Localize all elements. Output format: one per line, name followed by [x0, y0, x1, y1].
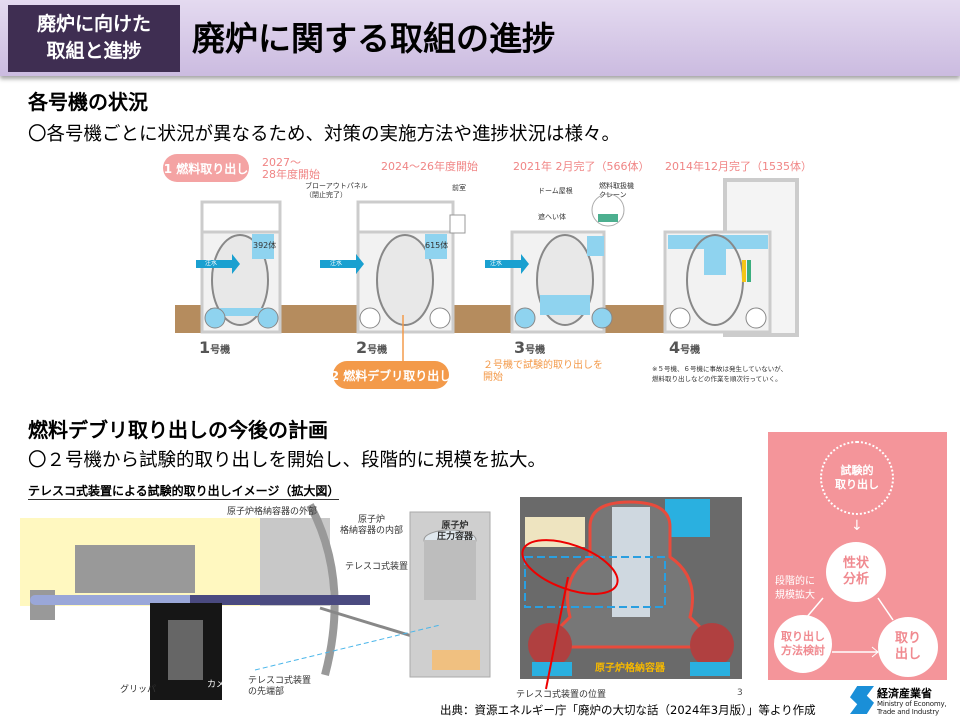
section-tag-line1: 廃炉に向けた — [36, 13, 151, 35]
unit4-building — [663, 178, 799, 337]
removal-circle: 取り出し — [878, 617, 938, 677]
cycle-arrows — [805, 597, 894, 658]
pcv-inside-label: 原子炉格納容器の内部 — [340, 515, 404, 536]
method-circle: 取り出し方法検討 — [774, 615, 832, 673]
unit1-pool-count: 392体 — [253, 241, 277, 250]
unit2-pool-count: 615体 — [425, 241, 449, 250]
figure-title: テレスコ式装置による試験的取り出しイメージ（拡大図） — [28, 484, 340, 500]
unit4-label: 4号機 — [669, 338, 701, 357]
unit1-label: 1号機 — [199, 338, 231, 357]
section2-heading: 燃料デブリ取り出しの今後の計画 — [28, 418, 328, 442]
unit2-injection: 注水 — [330, 260, 343, 267]
page-title: 廃炉に関する取組の進捗 — [192, 19, 555, 58]
unit1-injection: 注水 — [205, 260, 218, 267]
reactor-units-diagram — [175, 178, 799, 365]
telescope-position-label: テレスコ式装置の位置 — [516, 690, 607, 700]
debris-note: ２号機で試験的取り出しを開始 — [483, 360, 603, 383]
telescope-label: テレスコ式装置 — [345, 562, 409, 572]
pcv-label: 原子炉格納容器 — [595, 663, 665, 674]
telescope-tip-label: テレスコ式装置の先端部 — [248, 676, 312, 697]
source-note: 出典：資源エネルギー庁「廃炉の大切な話（2024年3月版）」等より作成 — [440, 703, 816, 717]
analysis-circle: 性状分析 — [826, 542, 886, 602]
pcv-outside-label: 原子炉格納容器の外部 — [227, 507, 318, 517]
rpv-label: 原子炉圧力容器 — [437, 521, 474, 542]
position-pointer-line — [545, 577, 569, 690]
expand-scale-label: 段階的に規模拡大 — [775, 576, 815, 601]
meti-logo-sub: Ministry of Economy, Trade and Industry — [877, 700, 947, 716]
section-tag-line2: 取組と進捗 — [46, 40, 142, 62]
meti-logo-text: 経済産業省 — [877, 687, 932, 700]
arrow-down-icon: ↓ — [851, 518, 863, 534]
telescope-illustration — [20, 503, 491, 700]
reactor-cross-section — [520, 497, 742, 679]
page-number: 3 — [737, 688, 743, 698]
camera-label: カメラ — [207, 680, 235, 690]
unit2-building — [320, 200, 466, 365]
section1-heading: 各号機の状況 — [28, 90, 148, 114]
fuel-removal-pill: 1 燃料取り出し — [163, 154, 249, 182]
unit2-label: 2号機 — [356, 338, 388, 357]
footnote: ※５号機、６号機に事故は発生していないが、燃料取り出しなどの作業を順次行っていく… — [652, 365, 788, 383]
unit3-label: 3号機 — [514, 338, 546, 357]
unit3-status: 2021年 2月完了（566体） — [513, 160, 650, 173]
section1-lead: 〇各号機ごとに状況が異なるため、対策の実施方法や進捗状況は様々。 — [28, 124, 621, 145]
blowout-panel-label: ブローアウトパネル（閉止完了） — [305, 182, 368, 199]
unit1-building — [196, 200, 282, 334]
unit3-injection: 注水 — [490, 260, 503, 267]
meti-logo-icon — [850, 686, 874, 714]
unit4-status: 2014年12月完了（1535体） — [665, 160, 812, 173]
dome-roof-label: ドーム屋根 — [538, 187, 573, 195]
unit1-status: 2027～28年度開始 — [262, 156, 320, 181]
debris-removal-pill: 2 燃料デブリ取り出し — [331, 361, 451, 389]
front-room-label: 前室 — [452, 184, 466, 192]
gripper-label: グリッパ — [120, 685, 157, 695]
section-tag: 廃炉に向けた 取組と進捗 — [8, 5, 180, 72]
section2-lead: 〇２号機から試験的取り出しを開始し、段階的に規模を拡大。 — [28, 450, 547, 471]
unit3-building — [485, 193, 625, 334]
unit2-status: 2024～26年度開始 — [381, 160, 478, 173]
trial-removal-circle: 試験的取り出し — [820, 441, 894, 515]
shield-label: 遮へい体 — [538, 213, 566, 221]
crane-label: 燃料取扱機クレーン — [599, 182, 634, 199]
